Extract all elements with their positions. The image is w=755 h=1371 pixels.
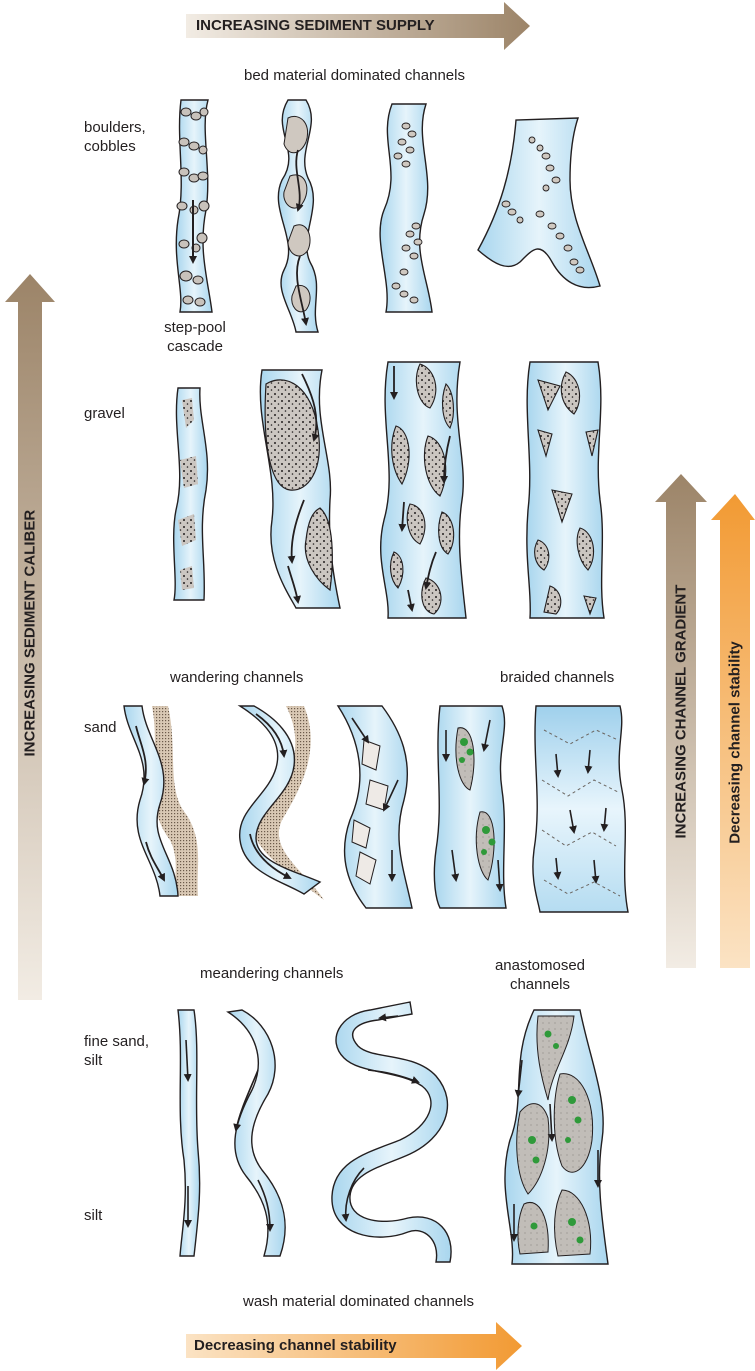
row-label-sand: sand — [84, 718, 117, 737]
channel-sand-meander-1 — [124, 706, 198, 896]
channel-gravel-wandering — [260, 370, 340, 608]
channel-meander-fine — [332, 1002, 451, 1262]
right-arrow-gradient-label: INCREASING CHANNEL GRADIENT — [673, 603, 690, 839]
row-label-silt: silt — [84, 1206, 102, 1225]
channel-gravel-straight — [174, 388, 208, 600]
channel-cobble-bars — [380, 104, 432, 312]
row-label-fine-sand: fine sand, silt — [84, 1032, 149, 1070]
channel-anastomosed — [505, 1010, 608, 1264]
group-label-anastomosed: anastomosed channels — [480, 956, 600, 994]
top-arrow-label: INCREASING SEDIMENT SUPPLY — [196, 17, 435, 34]
row-label-gravel: gravel — [84, 404, 125, 423]
channel-sand-braided — [434, 706, 506, 908]
channel-boulder-pools — [278, 100, 318, 332]
bottom-arrow-label: Decreasing channel stability — [194, 1337, 397, 1354]
group-label-meandering: meandering channels — [200, 964, 343, 983]
channel-sinuous-fine — [228, 1010, 285, 1256]
channel-gravel-braided-wide — [527, 362, 604, 618]
channel-gravel-braided — [381, 362, 466, 618]
channel-step-pool — [176, 100, 212, 312]
row-label-boulders: boulders, cobbles — [84, 118, 146, 156]
group-label-wash-material: wash material dominated channels — [243, 1292, 474, 1311]
channel-straight-fine — [178, 1010, 200, 1256]
left-arrow-label: INCREASING SEDIMENT CALIBER — [22, 517, 39, 757]
channel-sand-meander-2 — [240, 706, 324, 900]
group-label-bed-material: bed material dominated channels — [244, 66, 465, 85]
channel-sand-braided-wide — [533, 706, 628, 912]
group-label-braided: braided channels — [500, 668, 614, 687]
right-arrow-stability-label: Decreasing channel stability — [727, 633, 744, 853]
channel-sand-wandering — [338, 706, 412, 908]
group-label-wandering: wandering channels — [170, 668, 303, 687]
channel-boulder-fan — [478, 118, 600, 288]
group-label-step-pool: step-pool cascade — [140, 318, 250, 356]
